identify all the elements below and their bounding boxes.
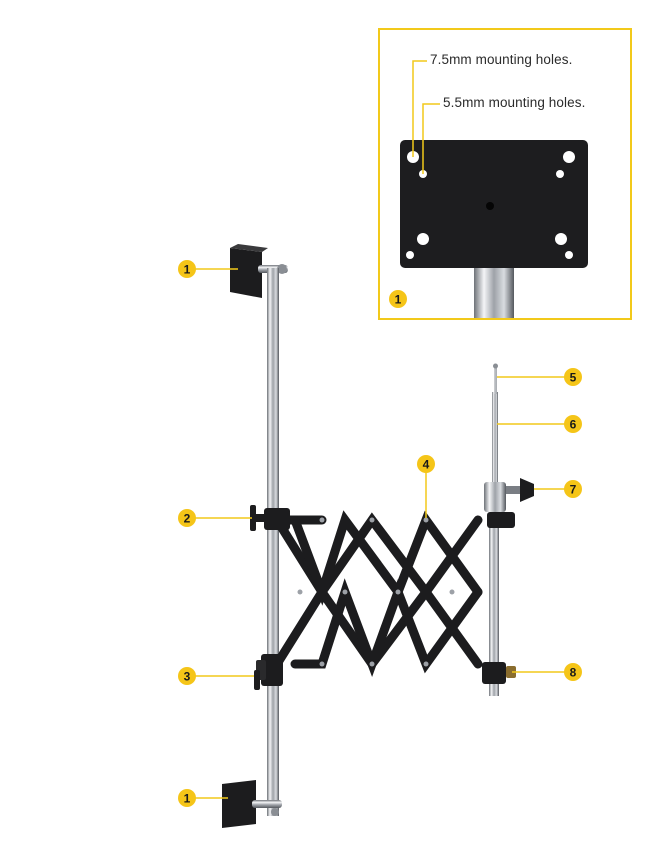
spigot-badge bbox=[564, 368, 582, 386]
inset-marker-badge bbox=[389, 290, 407, 308]
scissor-arm bbox=[272, 510, 483, 678]
callout-badges: 1 2 3 4 5 6 7 8 1 1 bbox=[178, 260, 582, 807]
lower-clamp-badge bbox=[178, 667, 196, 685]
bottom-wall-plate-number: 1 bbox=[184, 792, 191, 806]
inset-mounting-plate bbox=[400, 140, 588, 268]
inset-marker-number: 1 bbox=[395, 293, 402, 307]
spigot bbox=[494, 366, 497, 394]
pole-clamp bbox=[482, 662, 516, 684]
inset-mounting-holes bbox=[406, 151, 575, 259]
pole-top-clamp bbox=[487, 512, 515, 528]
callout-leaders bbox=[194, 268, 566, 799]
leader-75mm bbox=[412, 60, 427, 157]
top-wall-plate-badge bbox=[178, 260, 196, 278]
telescopic-pole bbox=[492, 392, 498, 488]
upper-clamp-number: 2 bbox=[184, 512, 191, 526]
callout-75mm-label: 7.5mm mounting holes. bbox=[430, 52, 573, 67]
spigot-number: 5 bbox=[570, 371, 577, 385]
callout-55mm-label: 5.5mm mounting holes. bbox=[443, 95, 586, 110]
lower-clamp bbox=[254, 654, 283, 690]
scissor-arm-number: 4 bbox=[423, 458, 430, 472]
top-wall-plate-number: 1 bbox=[184, 263, 191, 277]
upper-clamp-badge bbox=[178, 509, 196, 527]
telescopic-pole-number: 6 bbox=[570, 418, 577, 432]
leader-55mm bbox=[422, 103, 440, 174]
inset-plate-detail bbox=[400, 60, 588, 320]
upper-clamp bbox=[250, 505, 290, 531]
pole-clamp-badge bbox=[564, 663, 582, 681]
knob-head bbox=[484, 478, 534, 512]
scissor-pivots bbox=[297, 517, 455, 667]
telescopic-pole-badge bbox=[564, 415, 582, 433]
lower-clamp-number: 3 bbox=[184, 670, 191, 684]
bottom-wall-plate bbox=[222, 780, 282, 828]
bottom-wall-plate-badge bbox=[178, 789, 196, 807]
main-vertical-pole bbox=[267, 268, 279, 816]
knob-head-number: 7 bbox=[570, 483, 577, 497]
inset-pole bbox=[474, 262, 514, 320]
lower-pole-section bbox=[489, 520, 499, 696]
pole-clamp-number: 8 bbox=[570, 666, 577, 680]
spigot-tip bbox=[493, 363, 498, 369]
top-wall-plate bbox=[230, 244, 288, 298]
inset-frame bbox=[378, 28, 632, 320]
knob-head-badge bbox=[564, 480, 582, 498]
inset-center-hole bbox=[486, 202, 494, 210]
scissor-arm-badge bbox=[417, 455, 435, 473]
